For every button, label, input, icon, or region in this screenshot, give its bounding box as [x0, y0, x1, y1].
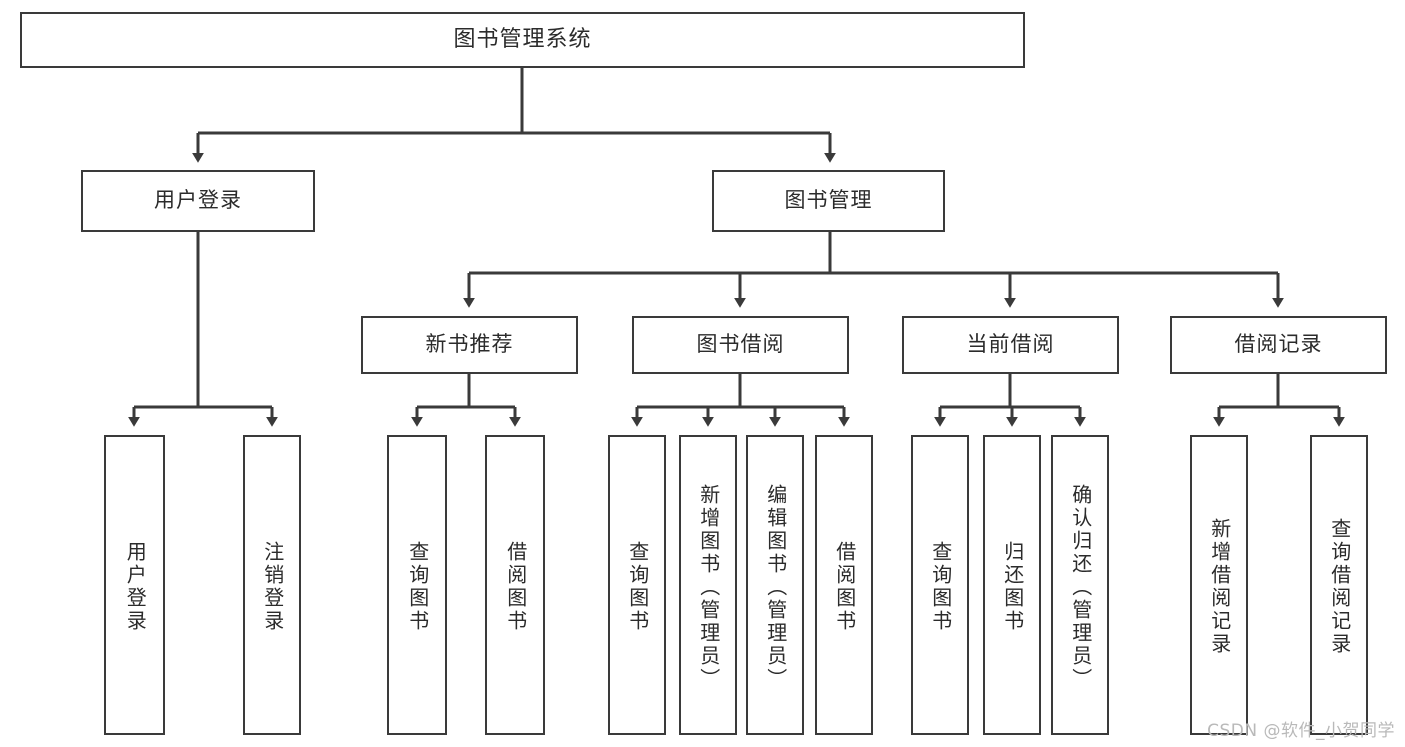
leaf-wrap: 新增借阅记录: [1192, 441, 1246, 733]
node-book-management[interactable]: 图书管理: [712, 170, 945, 232]
leaf-add-book[interactable]: 新增图书（管理员）: [679, 435, 737, 735]
node-label: 用户登录: [154, 188, 242, 213]
leaf-return-book[interactable]: 归还图书: [983, 435, 1041, 735]
node-label: 当前借阅: [966, 332, 1055, 357]
node-user-login[interactable]: 用户登录: [81, 170, 315, 232]
leaf-label: 查询借阅记录: [1327, 518, 1352, 656]
leaf-wrap: 查询图书: [389, 441, 445, 733]
leaf-query-book-2[interactable]: 查询图书: [608, 435, 666, 735]
leaf-confirm-return[interactable]: 确认归还（管理员）: [1051, 435, 1109, 735]
leaf-label: 查询图书: [928, 541, 953, 633]
node-label: 借阅记录: [1234, 332, 1323, 357]
leaf-label: 新增借阅记录: [1207, 518, 1232, 656]
leaf-wrap: 借阅图书: [487, 441, 543, 733]
leaf-label: 借阅图书: [832, 541, 857, 633]
leaf-wrap: 查询图书: [610, 441, 664, 733]
leaf-query-book-3[interactable]: 查询图书: [911, 435, 969, 735]
leaf-wrap: 查询借阅记录: [1312, 441, 1366, 733]
leaf-label: 查询图书: [405, 541, 430, 633]
leaf-label: 用户登录: [123, 541, 148, 633]
leaf-borrow-book-1[interactable]: 借阅图书: [485, 435, 545, 735]
leaf-wrap: 注销登录: [245, 441, 299, 733]
leaf-wrap: 确认归还（管理员）: [1053, 441, 1107, 733]
leaf-label: 编辑图书（管理员）: [763, 483, 788, 691]
node-root-system[interactable]: 图书管理系统: [20, 12, 1025, 68]
node-label: 图书管理系统: [453, 26, 592, 52]
node-current-borrow[interactable]: 当前借阅: [902, 316, 1119, 374]
leaf-wrap: 新增图书（管理员）: [681, 441, 735, 733]
node-borrow-record[interactable]: 借阅记录: [1170, 316, 1387, 374]
node-new-book-recommend[interactable]: 新书推荐: [361, 316, 578, 374]
leaf-borrow-book-2[interactable]: 借阅图书: [815, 435, 873, 735]
leaf-wrap: 用户登录: [106, 441, 163, 733]
node-label: 图书借阅: [696, 332, 785, 357]
leaf-wrap: 归还图书: [985, 441, 1039, 733]
leaf-label: 注销登录: [260, 541, 285, 633]
leaf-logout[interactable]: 注销登录: [243, 435, 301, 735]
csdn-watermark: CSDN @软件_小贺同学: [1207, 721, 1395, 741]
node-label: 图书管理: [784, 188, 873, 213]
leaf-query-book-1[interactable]: 查询图书: [387, 435, 447, 735]
leaf-label: 借阅图书: [503, 541, 528, 633]
leaf-wrap: 查询图书: [913, 441, 967, 733]
leaf-user-login[interactable]: 用户登录: [104, 435, 165, 735]
leaf-edit-book[interactable]: 编辑图书（管理员）: [746, 435, 804, 735]
leaf-add-record[interactable]: 新增借阅记录: [1190, 435, 1248, 735]
leaf-query-record[interactable]: 查询借阅记录: [1310, 435, 1368, 735]
leaf-label: 新增图书（管理员）: [696, 483, 721, 691]
leaf-wrap: 编辑图书（管理员）: [748, 441, 802, 733]
node-book-borrow[interactable]: 图书借阅: [632, 316, 849, 374]
leaf-wrap: 借阅图书: [817, 441, 871, 733]
leaf-label: 确认归还（管理员）: [1068, 483, 1093, 691]
leaf-label: 归还图书: [1000, 541, 1025, 633]
node-label: 新书推荐: [425, 332, 514, 357]
leaf-label: 查询图书: [625, 541, 650, 633]
